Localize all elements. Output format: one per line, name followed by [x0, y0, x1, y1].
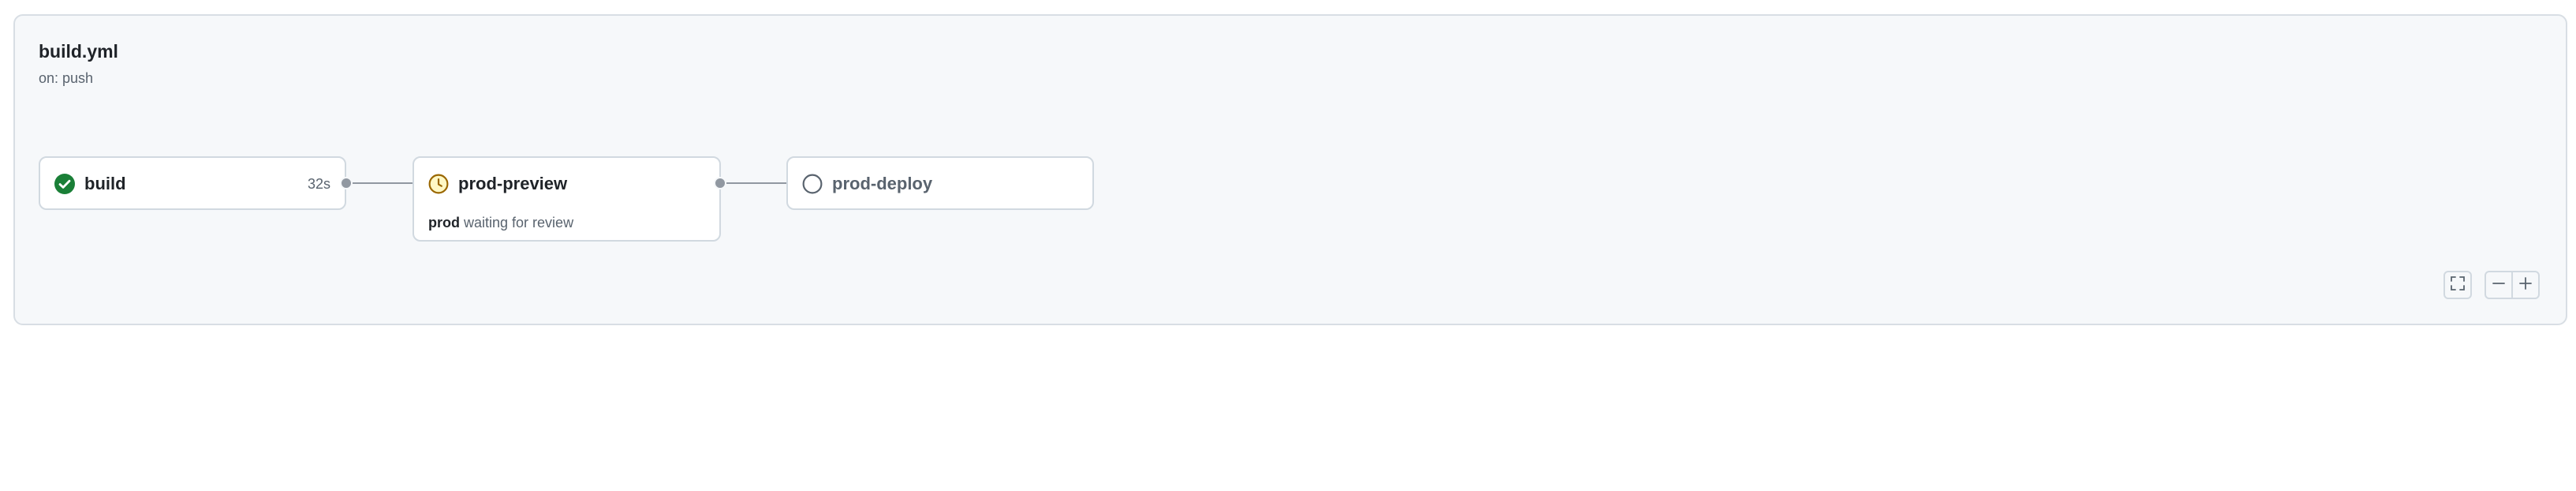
circle-outline-icon [802, 174, 823, 194]
plus-icon [2518, 275, 2533, 295]
connector-line [353, 182, 420, 184]
minus-icon [2491, 275, 2507, 295]
connector-line [726, 182, 794, 184]
job-name: prod-preview [458, 174, 568, 193]
zoom-out-button[interactable] [2485, 271, 2513, 299]
clock-icon [428, 174, 449, 194]
job-name: prod-deploy [832, 174, 933, 193]
connector-port [340, 177, 353, 189]
job-name: build [84, 174, 126, 193]
fullscreen-button[interactable] [2443, 271, 2472, 299]
workflow-title: build.yml [39, 41, 118, 62]
environment-name: prod [428, 215, 460, 231]
job-status-message: waiting for review [464, 215, 574, 231]
workflow-trigger: on: push [39, 70, 94, 86]
job-card-build[interactable]: build 32s [39, 156, 346, 210]
zoom-in-button[interactable] [2511, 271, 2540, 299]
job-card-prod-deploy[interactable]: prod-deploy [786, 156, 1094, 210]
job-card-prod-preview[interactable]: prod-preview prod waiting for review [413, 156, 721, 242]
screen-full-icon [2450, 275, 2466, 295]
job-duration: 32s [307, 175, 330, 192]
connector-port [714, 177, 726, 189]
check-circle-fill-icon [54, 174, 75, 194]
workflow-graph-panel: build.yml on: push build 32s p [13, 14, 2567, 325]
job-status-text: prod waiting for review [428, 215, 573, 231]
